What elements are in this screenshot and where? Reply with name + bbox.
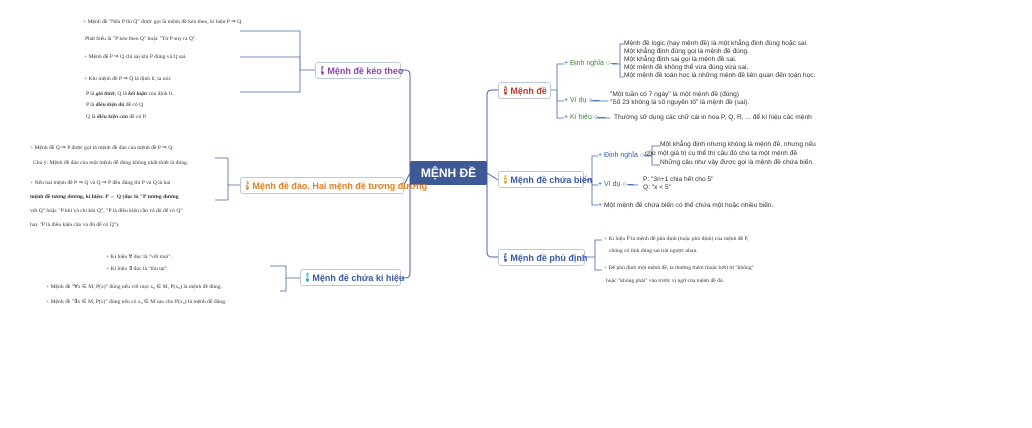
text-content: Kí hiệu P̄ là mệnh đề phủ định (hoặc phủ…: [608, 236, 749, 242]
subtopic-vi-du[interactable]: + Ví dụ ○—: [598, 181, 634, 188]
text-line: Chú ý: Mệnh đề đảo của một mệnh đề đúng …: [33, 160, 189, 166]
text-line: + Nếu hai mệnh đề P ⇒ Q và Q ⇒ P đều đún…: [30, 180, 171, 186]
text-line: "Một tuần có 7 ngày" là một mệnh đề (đún…: [610, 91, 739, 98]
text-line: P là giả thiết, Q là kết luận của định l…: [86, 91, 174, 98]
subtopic-note[interactable]: + Một mệnh đề chứa biến có thể chứa một …: [598, 202, 774, 209]
text-content: P là: [86, 102, 96, 108]
branch-label: Mệnh đề chứa kí hiệu: [312, 272, 405, 283]
text-line: hay "P là điều kiện cần và đủ để có Q").: [30, 222, 120, 228]
text-content: Nếu hai mệnh đề P ⇒ Q và Q ⇒ P đều đúng …: [34, 180, 171, 186]
text-line: chúng có tính đúng sai trái ngược nhau.: [609, 248, 698, 254]
subtopic-label: Ví dụ: [570, 97, 587, 104]
text-line: P: "3n+1 chia hết cho 5": [643, 176, 714, 183]
text-content: Mệnh đề P ⇒ Q chỉ sai khi P đúng và Q sa…: [88, 54, 187, 60]
branch-number-badge: 4: [321, 66, 325, 75]
text-line: Một khẳng định sai gọi là mệnh đề sai.: [624, 56, 737, 63]
text-line: + Khi mệnh đề P ⇒ Q là định lí, ta nói:: [84, 76, 172, 82]
branch-menh-de-keo-theo[interactable]: 4 Mệnh đề kéo theo: [315, 62, 404, 79]
text-line: với Q" hoặc "P khi và chỉ khi Q", "P là …: [30, 208, 183, 214]
text-content: của định lí.: [147, 91, 174, 97]
text-line: + Kí hiệu ∀ đọc là "với mọi".: [106, 254, 173, 260]
text-content: để có P.: [127, 114, 147, 120]
central-topic[interactable]: MỆNH ĐỀ: [410, 161, 487, 185]
subtopic-vi-du[interactable]: + Ví dụ ○—: [564, 97, 600, 104]
branch-number-badge: 1: [504, 86, 508, 95]
branch-menh-de-chua-bien[interactable]: 2 Mệnh đề chứa biến: [498, 171, 592, 188]
text-line: P là điều kiện đủ để có Q: [86, 102, 144, 109]
branch-label: Mệnh đề kéo theo: [327, 65, 404, 76]
text-line: Một mệnh đề toán học là những mệnh đề li…: [624, 72, 816, 79]
text-line: + Kí hiệu ∃ đọc là "tồn tại".: [106, 266, 169, 272]
text-emphasis: điều kiện đủ: [95, 102, 125, 108]
text-line: + Mệnh đề "∃x ∈ M, P(x)" đúng nếu có x₀ …: [46, 299, 227, 305]
text-line: cho một giá trị cụ thể thì câu đó cho ta…: [645, 150, 798, 157]
text-line: Một khẳng định đúng gọi là mệnh đề đúng.: [624, 48, 750, 55]
subtopic-ki-hieu[interactable]: + Kí hiệu ○—: [564, 114, 606, 121]
text-line: + Mệnh đề "∀x ∈ M, P(x)" đúng nếu với mọ…: [46, 284, 222, 290]
text-content: Khi mệnh đề P ⇒ Q là định lí, ta nói:: [88, 76, 172, 82]
text-line: Q: "x < 5": [643, 184, 671, 191]
text-line: Một mệnh đề không thể vừa đúng vừa sai.: [624, 64, 749, 71]
branch-number-badge: 5: [246, 181, 250, 190]
text-line: mệnh đề tương đương, kí hiệu: P ⇔ Q (đọc…: [30, 194, 179, 200]
text-line: + Để phủ định một mệnh đề, ta thường thê…: [604, 265, 754, 271]
branch-number-badge: 3: [504, 253, 508, 262]
text-line: Thường sử dụng các chữ cái in hoa P, Q, …: [614, 114, 812, 121]
text-content: Mệnh đề Q ⇒ P được gọi là mệnh đề đảo củ…: [34, 145, 174, 151]
text-content: , Q là: [114, 91, 129, 97]
text-line: hoặc "không phải" vào trước vị ngữ của m…: [606, 278, 725, 284]
text-line: Mệnh đề logic (hay mệnh đề) là một khẳng…: [624, 40, 809, 47]
text-emphasis: điều kiện cần: [96, 114, 128, 120]
branch-menh-de-phu-dinh[interactable]: 3 Mệnh đề phủ định: [498, 249, 588, 266]
subtopic-label: Kí hiệu: [570, 114, 592, 121]
text-line: + Mệnh đề Q ⇒ P được gọi là mệnh đề đảo …: [30, 145, 174, 151]
text-line: + Kí hiệu P̄ là mệnh đề phủ định (hoặc p…: [604, 236, 749, 242]
text-line: + Mệnh đề P ⇒ Q chỉ sai khi P đúng và Q …: [84, 54, 187, 60]
text-content: Mệnh đề "∀x ∈ M, P(x)" đúng nếu với mọi …: [50, 284, 222, 290]
text-emphasis: kết luận: [128, 91, 148, 97]
text-content: Mệnh đề "∃x ∈ M, P(x)" đúng nếu có x₀ ∈ …: [50, 299, 227, 305]
subtopic-label: Ví dụ: [604, 181, 621, 188]
text-line: Những câu như vậy được gọi là mệnh đề ch…: [660, 159, 814, 166]
subtopic-label: Định nghĩa: [570, 60, 604, 67]
branch-number-badge: 2: [504, 175, 508, 184]
text-content: P là: [86, 91, 96, 97]
text-line: Một khẳng định nhưng không là mệnh đề, n…: [660, 141, 816, 148]
text-content: Mệnh đề "Nếu P thì Q" được gọi là mệnh đ…: [87, 19, 243, 25]
text-content: để có Q: [124, 102, 144, 108]
subtopic-dinh-nghia[interactable]: + Định nghĩa ○—: [598, 152, 652, 159]
branch-label: Mệnh đề đảo. Hai mệnh đề tương đương: [252, 180, 428, 191]
branch-menh-de[interactable]: 1 Mệnh đề: [498, 82, 551, 99]
text-emphasis: giả thiết: [95, 91, 115, 97]
text-line: Q là điều kiện cần để có P.: [86, 114, 147, 121]
text-content: Kí hiệu ∃ đọc là "tồn tại".: [110, 266, 169, 272]
branch-number-badge: 6: [306, 273, 310, 282]
text-line: + Mệnh đề "Nếu P thì Q" được gọi là mệnh…: [83, 19, 243, 25]
branch-label: Mệnh đề phủ định: [510, 252, 588, 263]
branch-menh-de-chua-ki-hieu[interactable]: 6 Mệnh đề chứa kí hiệu: [300, 269, 405, 286]
branch-menh-de-dao[interactable]: 5 Mệnh đề đảo. Hai mệnh đề tương đương: [240, 177, 427, 194]
branch-label: Mệnh đề: [510, 85, 547, 96]
subtopic-dinh-nghia[interactable]: + Định nghĩa ○—: [564, 60, 618, 67]
text-content: Để phủ định một mệnh đề, ta thường thêm …: [608, 265, 754, 271]
branch-label: Mệnh đề chứa biến: [510, 174, 593, 185]
text-line: "Số 23 không là số nguyên tố" là mệnh đề…: [610, 99, 750, 106]
text-line: Một mệnh đề chứa biến có thể chứa một ho…: [604, 202, 774, 209]
text-content: Kí hiệu ∀ đọc là "với mọi".: [110, 254, 173, 260]
text-content: Q là: [86, 114, 97, 120]
subtopic-label: Định nghĩa: [604, 152, 638, 159]
text-line: Phát biểu là "P kéo theo Q" hoặc "Từ P s…: [85, 36, 197, 42]
